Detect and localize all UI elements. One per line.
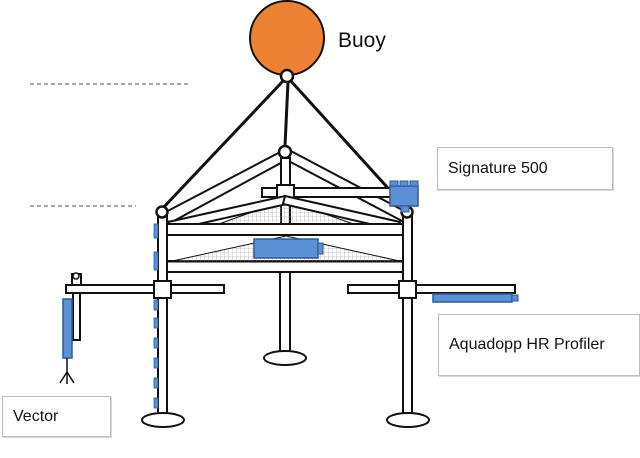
center-post-lower xyxy=(279,271,291,355)
mooring-line-right xyxy=(288,78,408,210)
left-leg-shackle xyxy=(155,205,169,219)
aquadopp-label: Aquadopp HR Profiler xyxy=(438,314,640,376)
right-foot xyxy=(386,412,430,428)
vector-bracket-arm xyxy=(72,292,81,341)
right-arm xyxy=(347,284,516,294)
left-foot xyxy=(141,412,185,428)
right-leg xyxy=(402,214,413,421)
center-instrument xyxy=(253,238,319,259)
vector-instrument xyxy=(62,298,73,359)
right-arm-clamp xyxy=(398,280,417,299)
center-foot xyxy=(263,350,307,366)
vector-label: Vector xyxy=(2,396,111,437)
left-leg xyxy=(157,214,168,421)
lower-beam xyxy=(159,260,411,273)
aquadopp-label-text: Aquadopp HR Profiler xyxy=(449,336,605,353)
vector-pivot xyxy=(72,272,80,280)
vector-label-text: Vector xyxy=(13,407,59,425)
left-arm-clamp xyxy=(153,280,172,299)
signature-500-transducers xyxy=(389,180,419,187)
signature-500-label: Signature 500 xyxy=(437,147,613,190)
signature-500-instrument xyxy=(389,185,419,207)
center-instrument-cap xyxy=(317,242,324,255)
buoy xyxy=(249,0,325,76)
top-shackle xyxy=(277,144,293,160)
mooring-line-center xyxy=(283,81,290,147)
left-arm xyxy=(65,284,225,294)
aquadopp-instrument xyxy=(432,293,513,303)
buoy-label: Buoy xyxy=(338,29,386,52)
signature-500-label-text: Signature 500 xyxy=(448,159,548,177)
signature-500-mount xyxy=(400,205,410,213)
left-leg-cable xyxy=(153,223,159,409)
aquadopp-head xyxy=(511,294,519,302)
vector-probe-icon xyxy=(59,371,75,384)
mooring-line-left xyxy=(160,78,286,211)
upper-beam xyxy=(159,223,411,236)
